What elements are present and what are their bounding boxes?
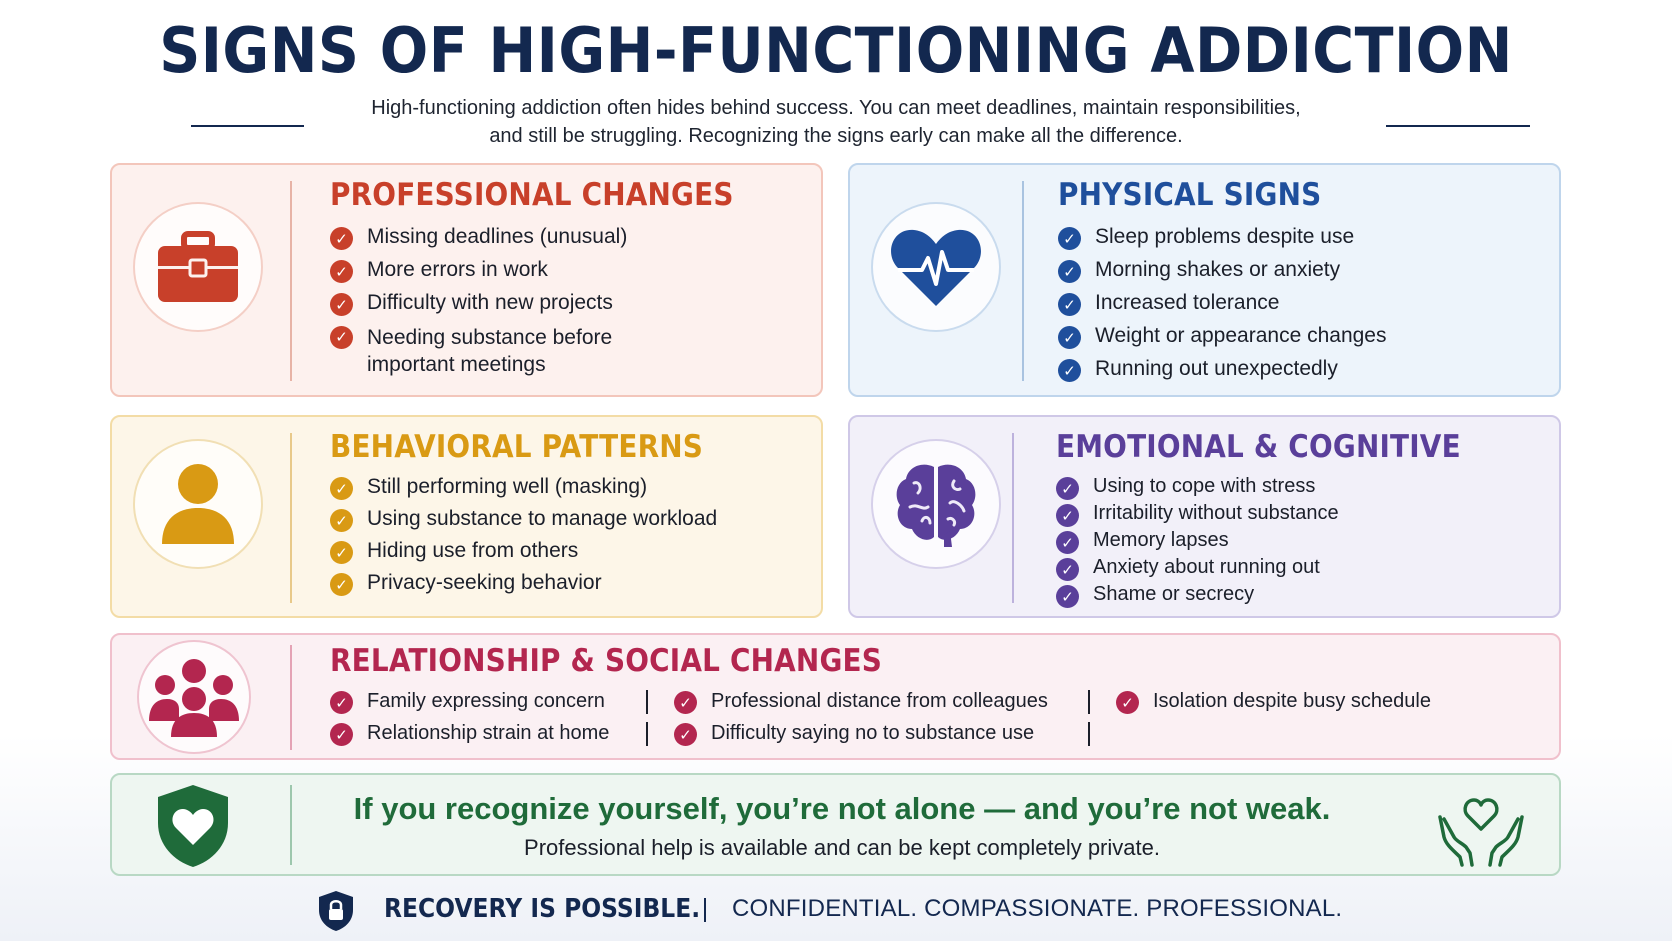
check-icon: ✓: [674, 691, 697, 714]
relationship-title: RELATIONSHIP & SOCIAL CHANGES: [330, 643, 883, 679]
emotional-list: ✓Using to cope with stress ✓Irritability…: [1056, 475, 1536, 610]
emotional-title: EMOTIONAL & COGNITIVE: [1056, 429, 1461, 465]
brain-icon-circle: [871, 439, 1001, 569]
list-item: ✓Relationship strain at home: [330, 721, 609, 746]
professional-changes-card: PROFESSIONAL CHANGES ✓Missing deadlines …: [110, 163, 823, 397]
shield-heart-icon: [158, 785, 228, 867]
column-separator: [1088, 690, 1090, 714]
behavioral-title: BEHAVIORAL PATTERNS: [330, 429, 704, 465]
list-item: ✓Morning shakes or anxiety: [1058, 258, 1528, 291]
footer-separator: [704, 898, 706, 922]
check-icon: ✓: [674, 723, 697, 746]
list-item: ✓Difficulty saying no to substance use: [674, 721, 1034, 746]
check-icon: ✓: [330, 260, 353, 283]
list-item: ✓Privacy-seeking behavior: [330, 571, 810, 603]
card-divider: [1012, 433, 1014, 603]
check-icon: ✓: [330, 691, 353, 714]
check-icon: ✓: [330, 227, 353, 250]
check-icon: ✓: [1058, 359, 1081, 382]
list-item: ✓Using substance to manage workload: [330, 507, 810, 539]
list-item: ✓Difficulty with new projects: [330, 291, 800, 324]
lock-shield-icon: [319, 891, 353, 931]
check-icon: ✓: [1056, 585, 1079, 608]
group-icon-circle: [137, 640, 251, 754]
check-icon: ✓: [330, 573, 353, 596]
check-icon: ✓: [330, 541, 353, 564]
support-headline: If you recognize yourself, you’re not al…: [353, 791, 1331, 826]
check-icon: ✓: [330, 477, 353, 500]
title-rule-right: [1386, 125, 1530, 127]
list-item: ✓Missing deadlines (unusual): [330, 225, 800, 258]
list-item: ✓Still performing well (masking): [330, 475, 810, 507]
emotional-cognitive-card: EMOTIONAL & COGNITIVE ✓Using to cope wit…: [848, 415, 1561, 618]
page-subtitle: High-functioning addiction often hides b…: [300, 94, 1372, 150]
list-item: ✓Running out unexpectedly: [1058, 357, 1528, 390]
brain-icon: [896, 464, 976, 547]
list-item: ✓Family expressing concern: [330, 689, 605, 714]
heartbeat-icon: [891, 229, 981, 306]
card-divider: [290, 645, 292, 750]
list-item: ✓Irritability without substance: [1056, 502, 1536, 529]
check-icon: ✓: [330, 723, 353, 746]
physical-title: PHYSICAL SIGNS: [1058, 177, 1322, 213]
column-separator: [646, 722, 648, 746]
check-icon: ✓: [1056, 558, 1079, 581]
group-icon: [149, 659, 239, 737]
subtitle-line-2: and still be struggling. Recognizing the…: [489, 125, 1183, 147]
check-icon: ✓: [1058, 260, 1081, 283]
behavioral-patterns-card: BEHAVIORAL PATTERNS ✓Still performing we…: [110, 415, 823, 618]
footer: RECOVERY IS POSSIBLE. CONFIDENTIAL. COMP…: [0, 890, 1672, 931]
support-subline: Professional help is available and can b…: [524, 835, 1160, 860]
footer-tagline: RECOVERY IS POSSIBLE.: [384, 894, 701, 924]
check-icon: ✓: [330, 509, 353, 532]
professional-title: PROFESSIONAL CHANGES: [330, 177, 734, 213]
check-icon: ✓: [330, 293, 353, 316]
list-item: ✓Needing substance before important meet…: [330, 324, 800, 378]
person-icon-circle: [133, 439, 263, 569]
behavioral-list: ✓Still performing well (masking) ✓Using …: [330, 475, 810, 603]
list-item: ✓Using to cope with stress: [1056, 475, 1536, 502]
check-icon: ✓: [1058, 293, 1081, 316]
footer-values: CONFIDENTIAL. COMPASSIONATE. PROFESSIONA…: [732, 895, 1343, 922]
card-divider: [290, 785, 292, 865]
check-icon: ✓: [1056, 504, 1079, 527]
check-icon: ✓: [1058, 227, 1081, 250]
column-separator: [646, 690, 648, 714]
list-item: ✓Memory lapses: [1056, 529, 1536, 556]
card-divider: [290, 181, 292, 381]
physical-list: ✓Sleep problems despite use ✓Morning sha…: [1058, 225, 1528, 390]
check-icon: ✓: [1056, 477, 1079, 500]
check-icon: ✓: [1058, 326, 1081, 349]
relationship-social-card: RELATIONSHIP & SOCIAL CHANGES ✓Family ex…: [110, 633, 1561, 760]
page-title: SIGNS OF HIGH-FUNCTIONING ADDICTION: [159, 14, 1513, 87]
support-message-card: If you recognize yourself, you’re not al…: [110, 773, 1561, 876]
check-icon: ✓: [330, 326, 353, 349]
list-item: ✓Increased tolerance: [1058, 291, 1528, 324]
list-item: ✓Weight or appearance changes: [1058, 324, 1528, 357]
physical-signs-card: PHYSICAL SIGNS ✓Sleep problems despite u…: [848, 163, 1561, 397]
briefcase-icon: [158, 231, 238, 302]
briefcase-icon-circle: [133, 202, 263, 332]
list-item: ✓More errors in work: [330, 258, 800, 291]
list-item: ✓Professional distance from colleagues: [674, 689, 1048, 714]
check-icon: ✓: [1056, 531, 1079, 554]
professional-list: ✓Missing deadlines (unusual) ✓More error…: [330, 225, 800, 378]
heartbeat-icon-circle: [871, 202, 1001, 332]
list-item: ✓Hiding use from others: [330, 539, 810, 571]
title-rule-left: [191, 125, 304, 127]
card-divider: [290, 433, 292, 603]
person-icon: [162, 464, 234, 544]
list-item: ✓Isolation despite busy schedule: [1116, 689, 1431, 714]
subtitle-line-1: High-functioning addiction often hides b…: [371, 97, 1301, 119]
list-item: ✓Sleep problems despite use: [1058, 225, 1528, 258]
hands-heart-icon: [1438, 798, 1524, 867]
card-divider: [1022, 181, 1024, 381]
column-separator: [1088, 722, 1090, 746]
list-item: ✓Anxiety about running out: [1056, 556, 1536, 583]
list-item: ✓Shame or secrecy: [1056, 583, 1536, 610]
check-icon: ✓: [1116, 691, 1139, 714]
